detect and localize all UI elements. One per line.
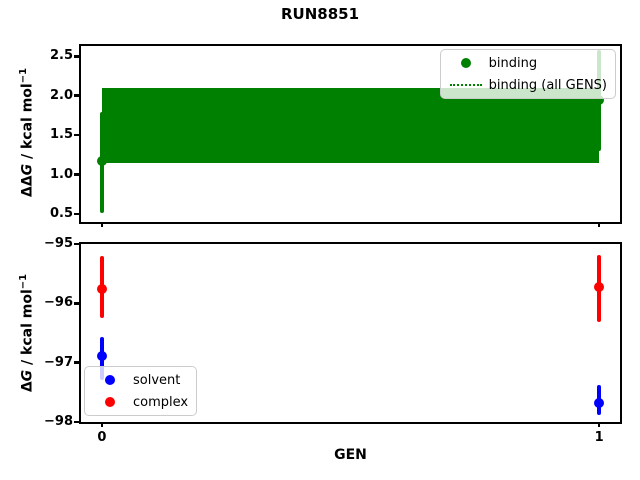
x-tick-mark	[597, 222, 601, 227]
bottom-y-axis-label: ΔG / kcal mol−1	[18, 273, 36, 393]
data-point-marker	[594, 95, 605, 106]
y-tick-label: 1.5	[49, 127, 73, 143]
x-tick-mark	[100, 422, 104, 427]
y-tick-label: −98	[44, 414, 73, 429]
y-tick-mark	[73, 361, 79, 364]
data-point-marker	[594, 282, 605, 293]
data-point-marker	[594, 398, 605, 408]
y-tick-label: 2.0	[49, 87, 73, 103]
x-tick-label: 1	[594, 430, 604, 445]
y-tick-mark	[73, 420, 79, 424]
y-tick-mark	[73, 212, 79, 216]
legend-label-solvent: solvent	[133, 372, 181, 388]
legend-marker-cell	[93, 397, 127, 407]
y-tick-label: 0.5	[49, 206, 73, 222]
y-tick-mark	[73, 55, 79, 58]
x-tick-label: 0	[97, 430, 107, 445]
y-tick-label: −97	[44, 354, 73, 370]
bottom-legend: solvent complex	[84, 366, 198, 416]
legend-label-complex: complex	[133, 394, 189, 410]
legend-label-binding: binding	[488, 55, 538, 71]
y-tick-label: 1.0	[49, 166, 73, 182]
top-subplot: binding binding (all GENS) 2.5 2.0 1.5 1.0 0…	[50, 44, 622, 227]
legend-label-binding-all-gens: binding (all GENS)	[488, 77, 607, 93]
y-tick-mark	[73, 133, 79, 137]
legend-item-complex: complex	[93, 392, 188, 412]
y-tick-label: −96	[44, 295, 73, 311]
bottom-subplot: solvent complex −95 −96 −97 −98 0 1	[44, 236, 622, 445]
mean-dotted-line	[101, 123, 600, 126]
x-tick-mark	[100, 222, 104, 227]
data-point-marker	[96, 283, 107, 294]
complex-dot-icon	[105, 397, 115, 407]
y-tick-mark	[73, 242, 79, 246]
y-tick-label: −95	[44, 236, 73, 251]
x-tick-mark	[597, 422, 601, 427]
legend-item-binding: binding	[449, 53, 607, 73]
legend-item-binding-all-gens: binding (all GENS)	[449, 75, 607, 95]
legend-marker-cell	[449, 84, 483, 86]
top-legend: binding binding (all GENS)	[439, 49, 616, 99]
chart-title: RUN8851	[280, 5, 360, 23]
binding-dot-icon	[460, 58, 471, 68]
y-tick-mark	[73, 302, 79, 305]
data-point-marker	[96, 350, 107, 361]
y-tick-label: 2.5	[49, 48, 73, 64]
legend-marker-cell	[449, 58, 483, 68]
legend-marker-cell	[93, 375, 127, 385]
top-y-axis-label: ΔΔG / kcal mol−1	[18, 67, 36, 198]
y-tick-mark	[73, 94, 79, 97]
legend-item-solvent: solvent	[93, 370, 188, 390]
y-tick-mark	[73, 173, 79, 176]
dotted-line-icon	[449, 84, 482, 86]
solvent-dot-icon	[105, 375, 115, 385]
x-axis-label: GEN	[334, 447, 367, 463]
